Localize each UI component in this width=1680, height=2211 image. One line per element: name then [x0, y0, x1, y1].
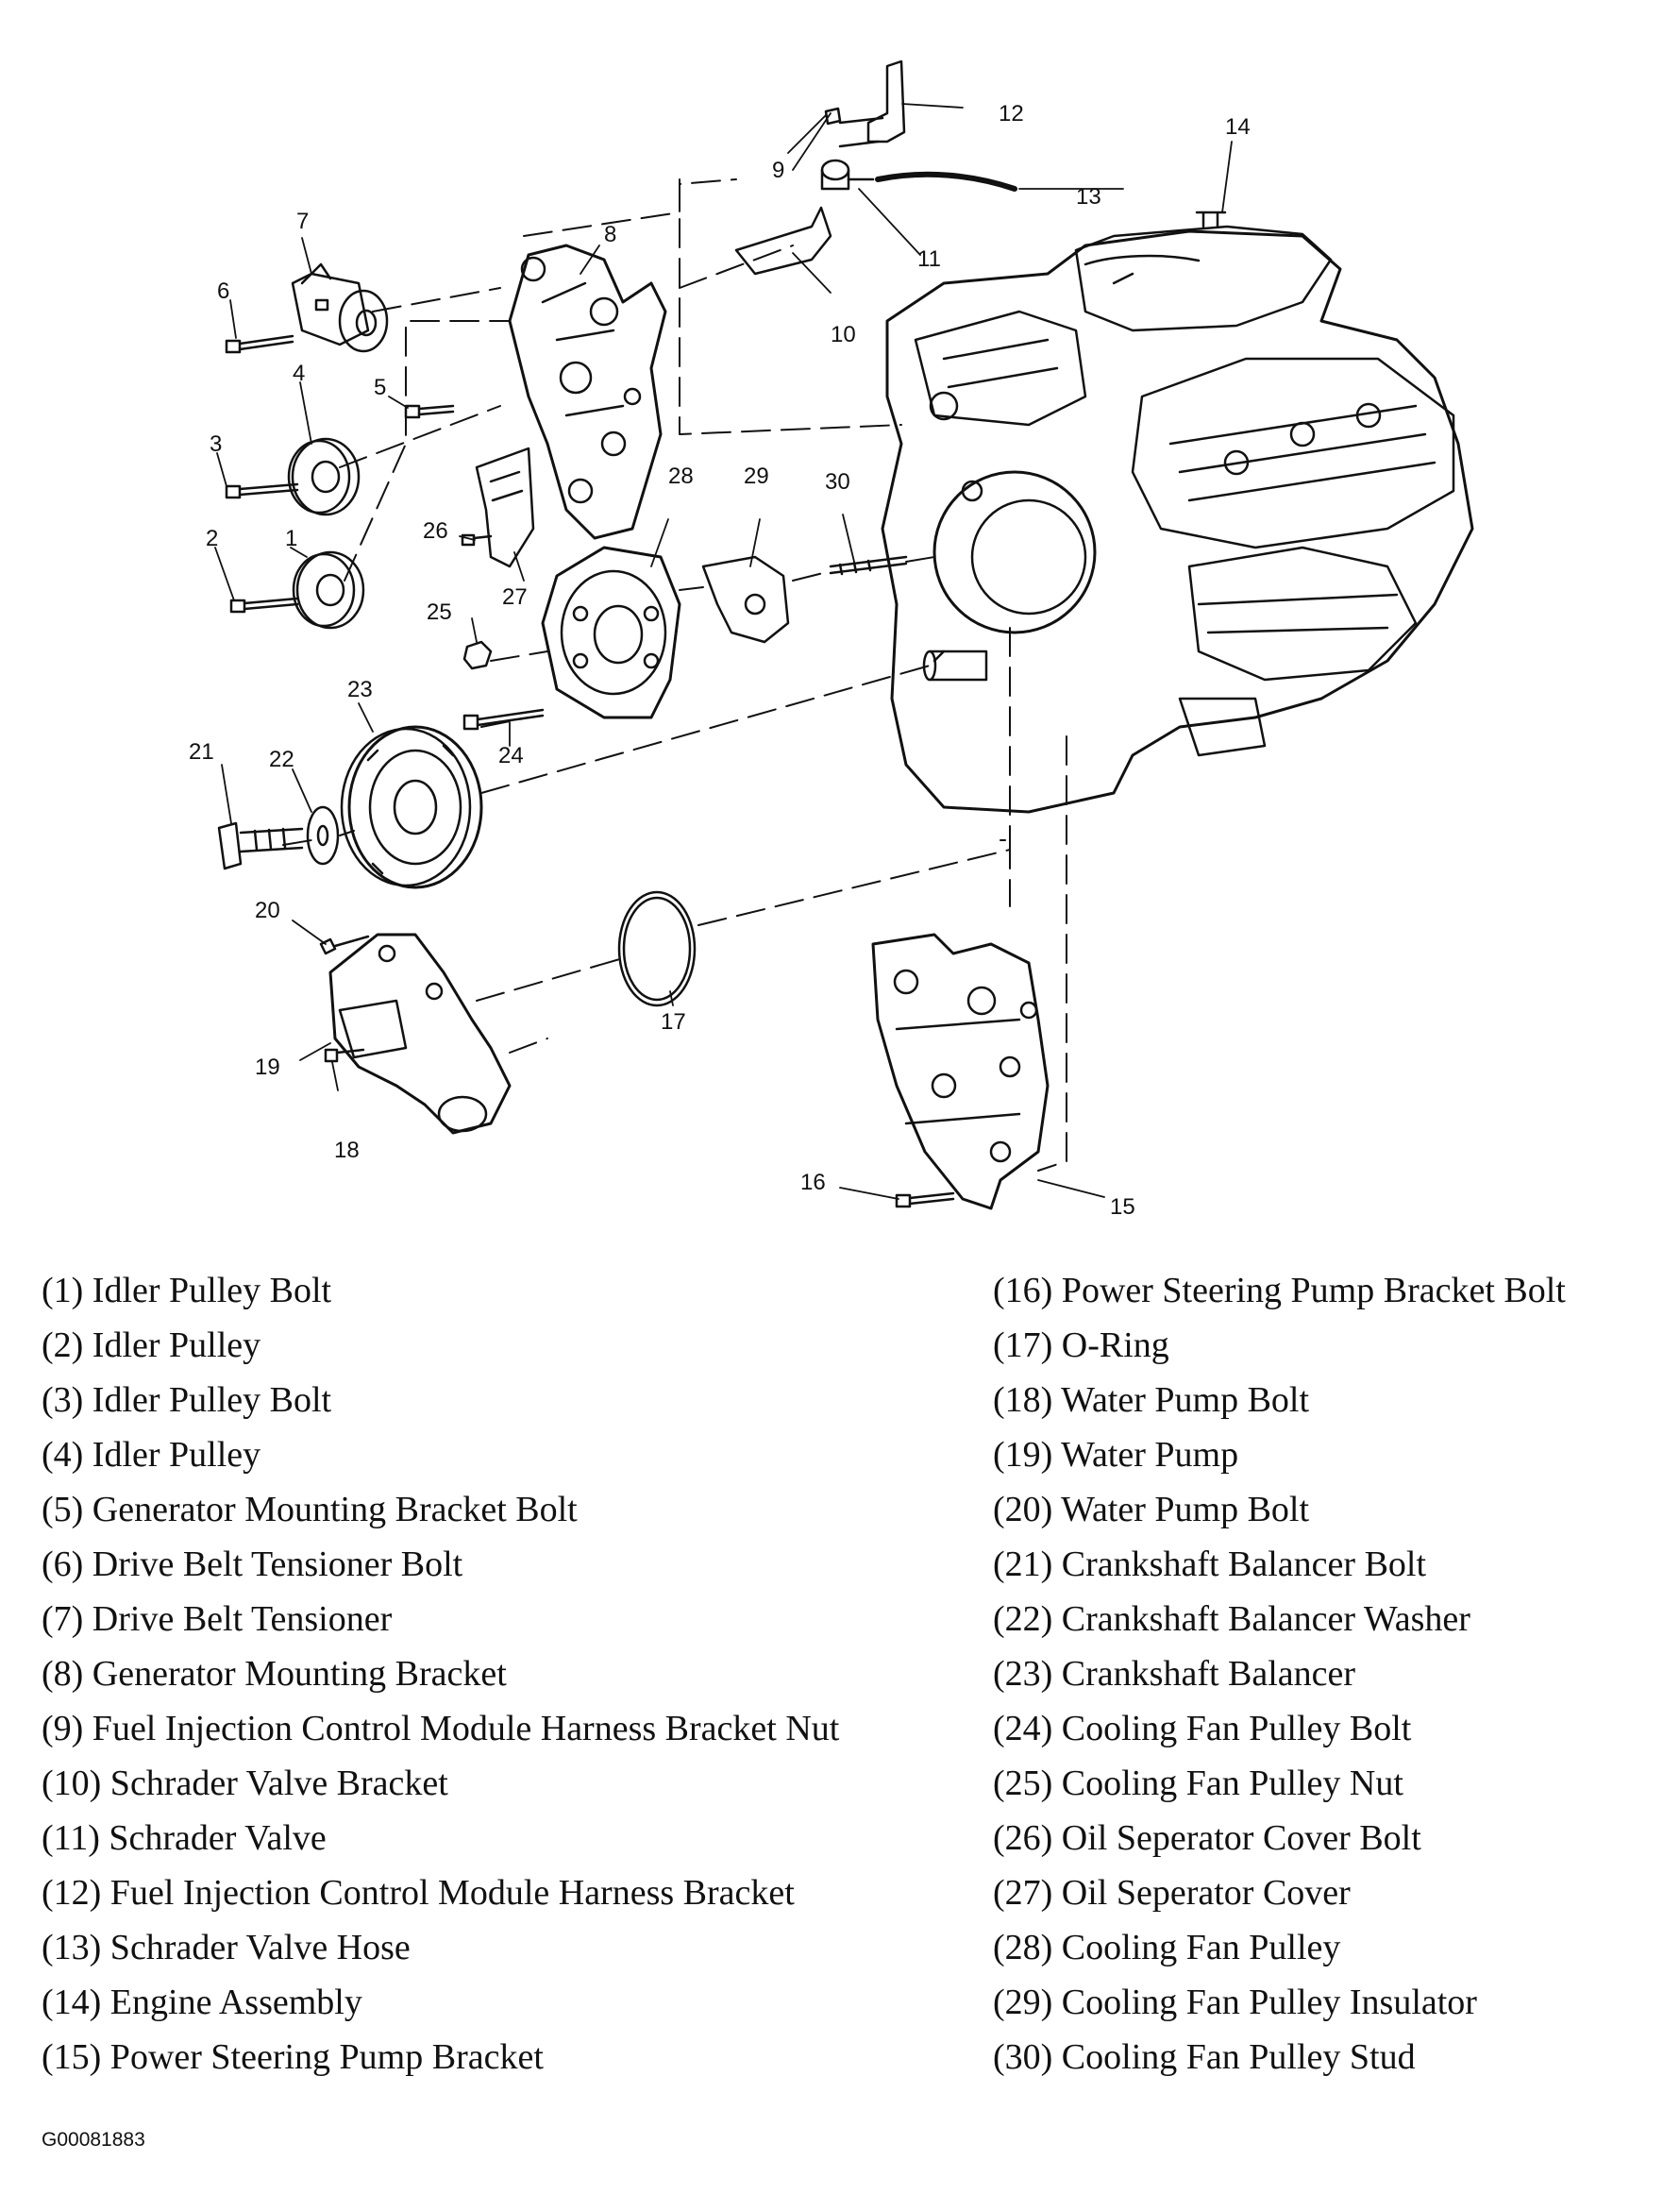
legend-item: (9) Fuel Injection Control Module Harnes…: [42, 1709, 840, 1748]
legend-item: (15) Power Steering Pump Bracket: [42, 2037, 544, 2077]
legend-item: (5) Generator Mounting Bracket Bolt: [42, 1490, 578, 1529]
callout-21: 21: [189, 739, 214, 765]
legend-item: (16) Power Steering Pump Bracket Bolt: [993, 1271, 1566, 1310]
water-pump: [328, 933, 512, 1135]
harness-bracket: [838, 59, 906, 148]
callout-22: 22: [269, 747, 294, 772]
legend-item: (22) Crankshaft Balancer Washer: [993, 1599, 1470, 1639]
idler-pulley-1: [292, 550, 365, 630]
legend-item: (24) Cooling Fan Pulley Bolt: [993, 1709, 1412, 1748]
oil-separator-cover: [475, 447, 535, 568]
bolt-24: [462, 708, 545, 731]
bolt-16: [895, 1191, 955, 1208]
callout-18: 18: [334, 1138, 360, 1163]
legend-item: (4) Idler Pulley: [42, 1435, 261, 1475]
callout-13: 13: [1076, 184, 1101, 210]
bolt-5: [404, 404, 455, 419]
bolt-3: [225, 482, 299, 499]
legend-item: (3) Idler Pulley Bolt: [42, 1380, 332, 1420]
callout-27: 27: [502, 584, 528, 610]
callout-14: 14: [1225, 114, 1251, 140]
bolt-18: [324, 1048, 365, 1063]
legend-item: (1) Idler Pulley Bolt: [42, 1271, 332, 1310]
callout-12: 12: [999, 101, 1024, 127]
callout-24: 24: [498, 743, 524, 768]
legend-item: (10) Schrader Valve Bracket: [42, 1764, 448, 1803]
callout-15: 15: [1110, 1194, 1135, 1220]
legend-item: (28) Cooling Fan Pulley: [993, 1928, 1341, 1967]
callout-30: 30: [825, 469, 850, 495]
alignment-lines: [282, 178, 1067, 1172]
engine-assembly: [881, 211, 1474, 814]
callout-6: 6: [217, 278, 229, 304]
legend-item: (30) Cooling Fan Pulley Stud: [993, 2037, 1416, 2077]
crankshaft-balancer: [340, 725, 483, 889]
figure-id: G00081883: [42, 2129, 145, 2151]
callout-26: 26: [423, 518, 448, 544]
legend-left-column: (1) Idler Pulley Bolt (2) Idler Pulley (3)…: [42, 1263, 839, 2084]
callout-4: 4: [293, 361, 305, 386]
legend-item: (20) Water Pump Bolt: [993, 1490, 1310, 1529]
legend-item: (21) Crankshaft Balancer Bolt: [993, 1544, 1427, 1584]
o-ring: [617, 890, 697, 1007]
legend-item: (17) O-Ring: [993, 1325, 1169, 1365]
drive-belt-tensioner: [291, 262, 389, 353]
legend-item: (12) Fuel Injection Control Module Harne…: [42, 1873, 795, 1913]
legend-item: (27) Oil Seperator Cover: [993, 1873, 1351, 1913]
callout-5: 5: [374, 375, 386, 400]
crankshaft-balancer-bolt: [217, 821, 304, 870]
legend-item: (25) Cooling Fan Pulley Nut: [993, 1764, 1403, 1803]
callout-7: 7: [296, 209, 309, 234]
callout-29: 29: [744, 464, 769, 489]
callout-10: 10: [831, 322, 856, 347]
legend-item: (23) Crankshaft Balancer: [993, 1654, 1356, 1694]
legend-item: (29) Cooling Fan Pulley Insulator: [993, 1983, 1477, 2022]
bolt-6: [225, 334, 294, 354]
legend-item: (18) Water Pump Bolt: [993, 1380, 1310, 1420]
schrader-valve-bracket: [734, 206, 832, 276]
callout-16: 16: [800, 1170, 826, 1195]
schrader-valve: [820, 159, 875, 191]
leader-lines: [214, 103, 1233, 1200]
power-steering-pump-bracket: [871, 933, 1050, 1210]
callout-3: 3: [210, 431, 222, 457]
bolt-26: [461, 533, 493, 547]
callout-1: 1: [285, 526, 297, 551]
callout-25: 25: [427, 599, 452, 625]
stud-30: [829, 555, 908, 576]
legend-item: (8) Generator Mounting Bracket: [42, 1654, 507, 1694]
crankshaft-balancer-washer: [306, 805, 340, 866]
legend-item: (6) Drive Belt Tensioner Bolt: [42, 1544, 463, 1584]
nut-25: [462, 640, 493, 670]
legend-item: (13) Schrader Valve Hose: [42, 1928, 411, 1967]
callout-8: 8: [604, 222, 616, 247]
callout-11: 11: [917, 246, 941, 272]
generator-mounting-bracket: [508, 244, 667, 540]
bolt-20: [319, 935, 370, 955]
cooling-fan-pulley: [541, 546, 681, 719]
callout-9: 9: [772, 158, 784, 183]
callout-23: 23: [347, 677, 373, 702]
legend-item: (2) Idler Pulley: [42, 1325, 261, 1365]
legend-item: (14) Engine Assembly: [42, 1983, 362, 2022]
cooling-fan-pulley-insulator: [701, 555, 790, 644]
callout-20: 20: [255, 898, 280, 923]
legend-right-column: (16) Power Steering Pump Bracket Bolt (17…: [993, 1263, 1566, 2084]
idler-pulley-4: [287, 437, 361, 516]
bolt-2: [229, 597, 299, 614]
legend-item: (19) Water Pump: [993, 1435, 1239, 1475]
legend-item: (26) Oil Seperator Cover Bolt: [993, 1818, 1421, 1858]
callout-17: 17: [661, 1009, 686, 1035]
exploded-engine-diagram: 1 2 3 4 5 6 7 8 9 10 11 12 13 14 15 16 1…: [189, 59, 1474, 1220]
legend-item: (11) Schrader Valve: [42, 1818, 327, 1858]
legend-item: (7) Drive Belt Tensioner: [42, 1599, 393, 1639]
callout-2: 2: [206, 526, 218, 551]
callout-28: 28: [668, 464, 694, 489]
callout-labels: 1 2 3 4 5 6 7 8 9 10 11 12 13 14 15 16 1…: [189, 101, 1251, 1220]
schrader-valve-hose: [875, 171, 1017, 192]
callout-19: 19: [255, 1055, 280, 1080]
